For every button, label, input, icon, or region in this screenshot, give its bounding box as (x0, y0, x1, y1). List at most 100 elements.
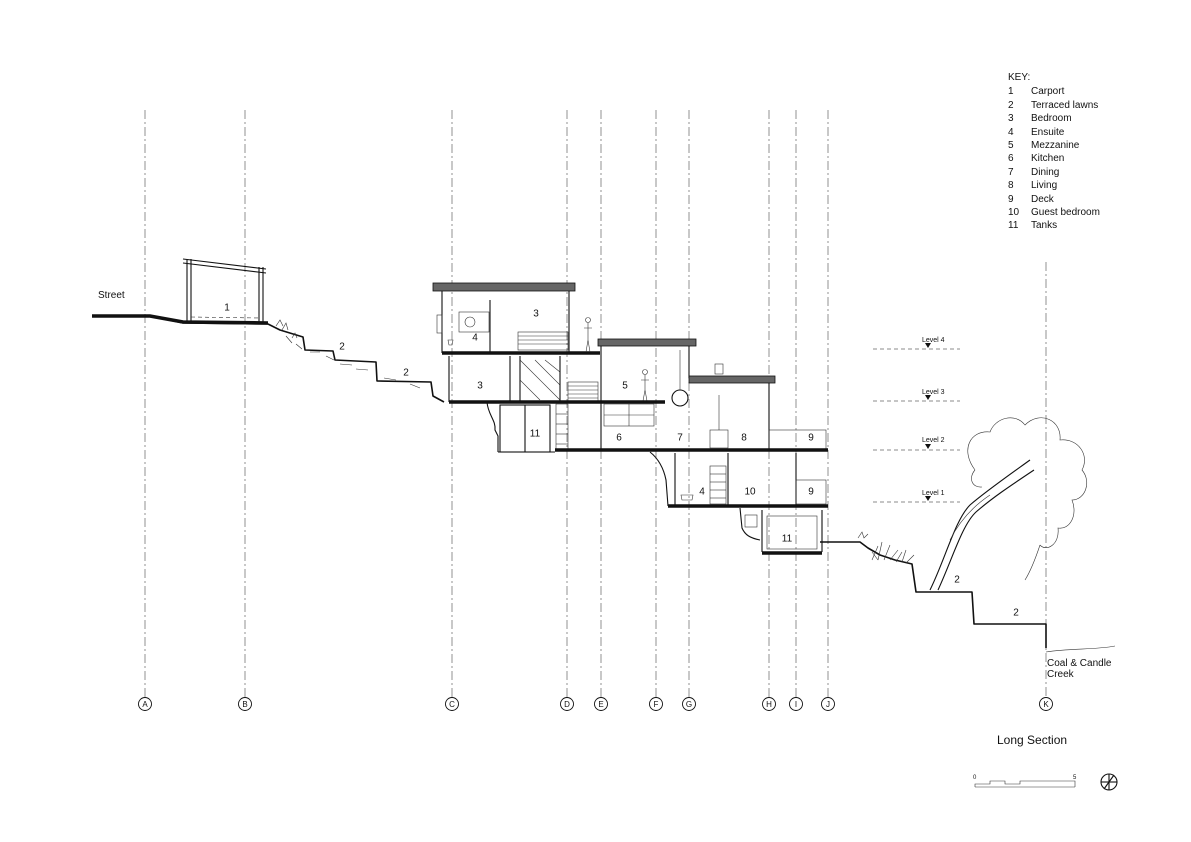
key-item-number: 10 (1008, 207, 1020, 219)
key-item-number: 9 (1008, 193, 1014, 205)
grid-bubble-f: F (649, 697, 663, 711)
level-1-marker-icon (925, 496, 931, 501)
key-item-label: Kitchen (1031, 153, 1065, 165)
key-item: 10 Guest bedroom (1008, 206, 1100, 219)
key-item-number: 1 (1008, 86, 1014, 98)
key-item-number: 6 (1008, 153, 1014, 165)
key-item-label: Living (1031, 180, 1058, 192)
grid-bubble-k: K (1039, 697, 1053, 711)
stair-kitchen (555, 403, 569, 451)
balustrade-upper (517, 331, 569, 351)
room-labels: 1 2 2 3 4 3 11 5 6 7 8 9 4 10 9 11 2 2 (224, 303, 1019, 619)
grid-bubble-d: D (560, 697, 574, 711)
key-item-label: Ensuite (1031, 126, 1065, 138)
north-arrow-icon (1100, 773, 1118, 791)
fireplace (709, 363, 729, 449)
creek-label-line2: Creek (1047, 669, 1075, 680)
guest-stair (709, 465, 727, 505)
drawing-title: Long Section (997, 733, 1068, 747)
room-label-living: 8 (741, 433, 747, 444)
grid-label-i: I (795, 700, 797, 709)
key-item-number: 4 (1008, 126, 1014, 138)
key-item-label: Mezzanine (1031, 140, 1080, 152)
grid-label-e: E (598, 700, 603, 709)
key-item-label: Guest bedroom (1031, 207, 1100, 219)
level-3-marker-icon (925, 395, 931, 400)
grid-label-f: F (654, 700, 659, 709)
scale-bar-end: 5 (1073, 775, 1077, 781)
street-label: Street (98, 290, 125, 301)
key-item-label: Deck (1031, 193, 1054, 205)
room-label-deck-lower: 9 (808, 487, 814, 498)
carport (92, 258, 269, 325)
room-label-ensuite-upper: 4 (472, 333, 478, 344)
key-item-number: 3 (1008, 113, 1014, 125)
key-item: 1 Carport (1008, 85, 1100, 98)
grid-label-h: H (766, 700, 772, 709)
key-item: 4 Ensuite (1008, 126, 1100, 139)
room-label-kitchen: 6 (616, 433, 622, 444)
room-label-lawn-low-a: 2 (954, 575, 960, 586)
level-2-marker-icon (925, 444, 931, 449)
grid-bubble-e: E (594, 697, 608, 711)
middle-left-block (448, 356, 665, 453)
room-label-carport: 1 (224, 303, 230, 314)
room-label-lawn-mid: 2 (403, 368, 409, 379)
room-label-ensuite-lower: 4 (699, 487, 705, 498)
level-4-marker-icon (925, 343, 931, 348)
key-item: 8 Living (1008, 179, 1100, 192)
key-item: 5 Mezzanine (1008, 139, 1100, 152)
room-label-deck-upper: 9 (808, 433, 814, 444)
grid-bubbles: A B C D E F G H I J K (138, 697, 1053, 711)
scale-bar-start: 0 (973, 775, 977, 781)
key-item-number: 5 (1008, 140, 1014, 152)
vegetation (857, 531, 915, 564)
grid-bubble-g: G (682, 697, 696, 711)
grid-label-b: B (242, 700, 247, 709)
key-title: KEY: (1008, 72, 1031, 83)
creek-bank (1045, 645, 1116, 653)
stair-lower (567, 381, 599, 403)
key-item-number: 8 (1008, 180, 1014, 192)
human-figure-mezzanine (641, 369, 649, 402)
room-label-tanks-lower: 11 (782, 534, 793, 545)
ground-line-lower (820, 541, 1047, 648)
room-label-bedroom-upper: 3 (533, 309, 539, 320)
room-label-lawn-low-b: 2 (1013, 608, 1019, 619)
key-item-label: Terraced lawns (1031, 99, 1099, 111)
key-item-label: Dining (1031, 166, 1060, 178)
tree-sketch (929, 417, 1087, 591)
key-item: 2 Terraced lawns (1008, 99, 1100, 112)
level-1-label: Level 1 (922, 490, 945, 497)
grid-label-a: A (142, 700, 148, 709)
scale-bar: 0 5 (973, 775, 1077, 788)
upper-block (432, 282, 600, 355)
level-2-label: Level 2 (922, 437, 945, 444)
level-3-label: Level 3 (922, 389, 945, 396)
key-item-number: 2 (1008, 99, 1014, 111)
human-figure-upper (584, 317, 592, 353)
grid-label-g: G (686, 700, 692, 709)
key-item-label: Carport (1031, 86, 1065, 98)
terrace-steps (275, 319, 421, 389)
deck-upper-rail (768, 429, 827, 451)
grid-bubble-b: B (238, 697, 252, 711)
room-label-dining: 7 (677, 433, 683, 444)
key-item: 6 Kitchen (1008, 152, 1100, 165)
grid-bubble-a: A (138, 697, 152, 711)
key-item: 11 Tanks (1008, 219, 1100, 232)
key-item-number: 11 (1008, 220, 1019, 232)
grid-bubble-j: J (821, 697, 835, 711)
room-label-guest-bedroom: 10 (744, 487, 756, 498)
grid-bubble-h: H (762, 697, 776, 711)
lower-tank-block (739, 507, 823, 555)
key-item-label: Tanks (1031, 220, 1058, 232)
grid-bubble-c: C (445, 697, 459, 711)
lower-block (649, 451, 828, 508)
grid-label-d: D (564, 700, 570, 709)
key-item: 9 Deck (1008, 193, 1100, 206)
room-label-lawn-upper: 2 (339, 342, 345, 353)
